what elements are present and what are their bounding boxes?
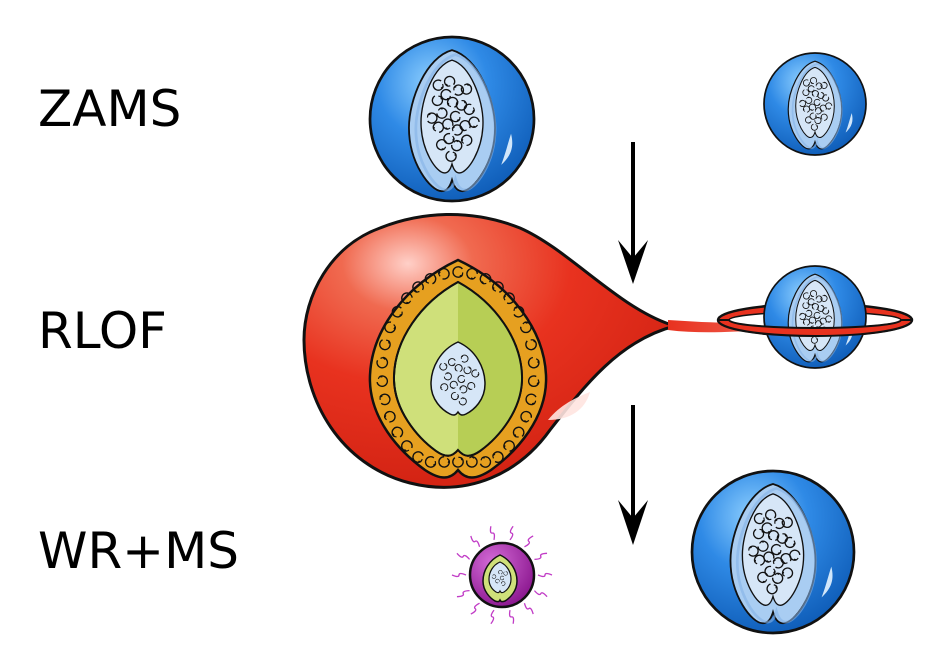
giant-highlight	[548, 392, 590, 420]
wrms-secondary-star	[690, 469, 856, 635]
zams-secondary-star	[763, 52, 867, 156]
wind-line	[537, 572, 553, 578]
wind-line	[490, 609, 495, 625]
wind-line	[533, 590, 548, 598]
wind-line	[456, 589, 470, 598]
wr-star	[451, 525, 553, 625]
accretion-disk-front	[716, 319, 914, 337]
wind-line	[470, 535, 481, 548]
wr-stellar-wind-lines	[451, 525, 553, 625]
downward-arrow-icon	[618, 142, 648, 284]
wind-line	[470, 602, 480, 615]
wind-line	[508, 609, 515, 624]
wind-line	[523, 602, 534, 615]
rlof-giant-star	[302, 212, 681, 489]
giant-radiative-layer-outline	[392, 280, 524, 457]
stage-label-rlof: RLOF	[38, 302, 167, 360]
zams-primary-star	[368, 35, 536, 203]
wind-line	[534, 552, 548, 561]
rlof-accretor-star	[763, 265, 867, 369]
stage-label-wrms: WR+MS	[38, 522, 239, 580]
wind-line	[509, 525, 514, 541]
downward-arrow-icon	[618, 405, 648, 545]
wind-line	[489, 526, 496, 541]
wind-line	[524, 535, 534, 548]
wind-line	[456, 552, 471, 560]
wind-line	[451, 572, 467, 578]
giant-radiative-layer-shade	[458, 282, 523, 456]
stage-label-zams: ZAMS	[38, 80, 182, 138]
